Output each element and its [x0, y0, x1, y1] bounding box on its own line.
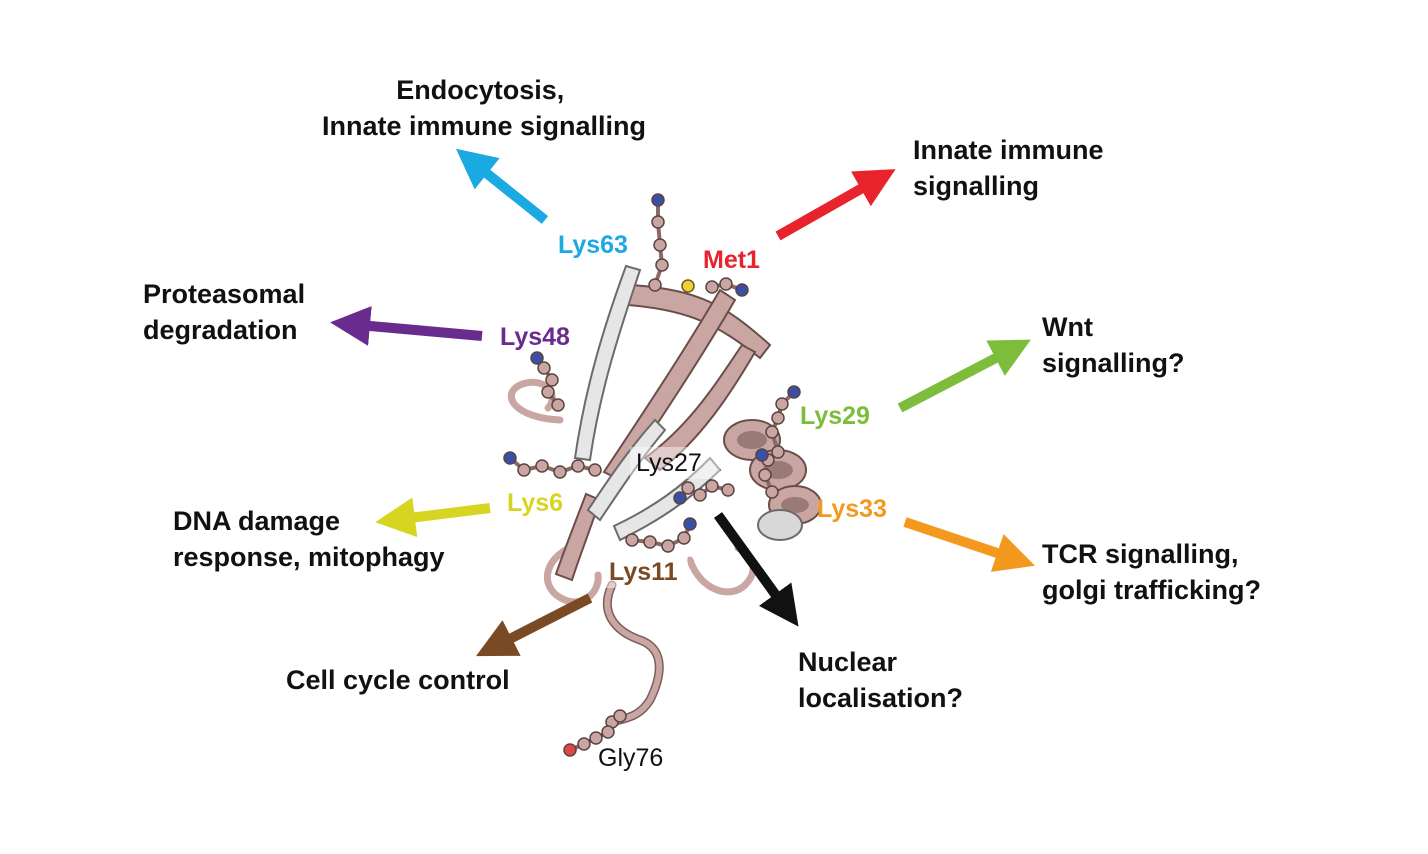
ubiquitin-structure — [507, 264, 822, 727]
carbon-atom — [517, 463, 531, 477]
carbon-atom — [651, 215, 665, 229]
lys63-label: Lys63 — [558, 231, 628, 259]
lys29-function: Wnt signalling? — [1042, 312, 1185, 378]
met1-function: Innate immune signalling — [913, 135, 1111, 201]
carbon-atom — [721, 483, 735, 497]
lys63-arrow — [455, 148, 549, 224]
carbon-atom — [661, 539, 675, 553]
carbon-atom — [771, 411, 785, 425]
carbon-atom — [537, 361, 551, 375]
carbon-atom — [693, 488, 707, 502]
gly76-label: Gly76 — [598, 744, 663, 772]
nitrogen-atom — [683, 517, 697, 531]
loop — [544, 541, 602, 606]
lys6-sidechain — [503, 451, 602, 479]
lys11-label: Lys11 — [609, 558, 678, 586]
beta-strand — [612, 456, 722, 542]
lys48-arrow — [330, 306, 483, 346]
sulfur-atom — [681, 279, 695, 293]
carbon-atom — [601, 725, 615, 739]
met1-label: Met1 — [703, 246, 760, 274]
lys27-label: Lys27 — [636, 449, 702, 477]
alpha-helix-turn — [757, 509, 803, 541]
carbon-atom — [653, 238, 667, 252]
oxygen-atom — [563, 743, 577, 757]
beta-strand — [573, 264, 642, 462]
carbon-atom — [771, 445, 785, 459]
lys29-arrow — [897, 339, 1031, 413]
nitrogen-atom — [673, 491, 687, 505]
beta-strand — [602, 288, 737, 482]
carbon-atom — [677, 531, 691, 545]
carbon-atom — [775, 397, 789, 411]
lys27-arrow — [713, 512, 799, 627]
nitrogen-atom — [651, 193, 665, 207]
lys6-label: Lys6 — [507, 489, 563, 517]
met1-sidechain — [681, 277, 749, 297]
nitrogen-atom — [530, 351, 544, 365]
lys48-sidechain — [530, 351, 565, 412]
gly76-sidechain — [563, 709, 627, 757]
lys48-label: Lys48 — [500, 323, 570, 351]
carbon-atom — [758, 468, 772, 482]
lys11-function: Cell cycle control — [286, 665, 510, 695]
lys11-arrow — [475, 593, 593, 657]
carbon-atom — [541, 385, 555, 399]
carbon-atom — [545, 373, 559, 387]
carbon-atom — [535, 459, 549, 473]
lys63-function: Endocytosis, Innate immune signalling — [322, 75, 646, 141]
lys33-sidechain — [673, 479, 735, 505]
carbon-atom — [765, 485, 779, 499]
lys63-sidechain — [648, 193, 669, 292]
carbon-atom — [589, 731, 603, 745]
carbon-atom — [681, 481, 695, 495]
carbon-atom — [643, 535, 657, 549]
beta-strand — [643, 343, 757, 472]
lys29-sidechain — [765, 385, 801, 459]
carbon-atom — [655, 258, 669, 272]
carbon-atom — [719, 277, 733, 291]
nitrogen-atom — [735, 283, 749, 297]
carbon-atom — [613, 709, 627, 723]
lys33-arrow — [903, 517, 1036, 572]
lys6-arrow — [375, 497, 491, 538]
carbon-atom — [577, 737, 591, 751]
carbon-atom — [765, 425, 779, 439]
arrows — [330, 148, 1036, 657]
carbon-atom — [705, 479, 719, 493]
lys11-sidechain — [625, 517, 697, 553]
carbon-atom — [553, 465, 567, 479]
lys29-label: Lys29 — [800, 402, 870, 430]
carbon-atom — [705, 280, 719, 294]
beta-strand — [626, 283, 772, 360]
lys27-function: Nuclear localisation? — [798, 647, 963, 713]
lys6-function: DNA damage response, mitophagy — [173, 506, 445, 572]
nitrogen-atom — [503, 451, 517, 465]
lys33-function: TCR signalling, golgi trafficking? — [1042, 539, 1261, 605]
nitrogen-atom — [755, 448, 769, 462]
carbon-atom — [571, 459, 585, 473]
lys48-function: Proteasomal degradation — [143, 279, 313, 345]
beta-strand — [586, 418, 667, 522]
function-labels: Endocytosis, Innate immune signalling In… — [143, 75, 1261, 713]
residue-labels: Lys63 Met1 Lys48 Lys29 Lys27 Lys6 Lys33 … — [500, 231, 887, 772]
side-chains — [503, 193, 801, 757]
carbon-atom — [648, 278, 662, 292]
carbon-atom — [625, 533, 639, 547]
beta-strand — [554, 492, 602, 582]
carbon-atom — [551, 398, 565, 412]
lys27-sidechain — [755, 448, 779, 499]
lys33-label: Lys33 — [817, 495, 887, 523]
carbon-atom — [588, 463, 602, 477]
nitrogen-atom — [787, 385, 801, 399]
met1-arrow — [775, 169, 896, 241]
